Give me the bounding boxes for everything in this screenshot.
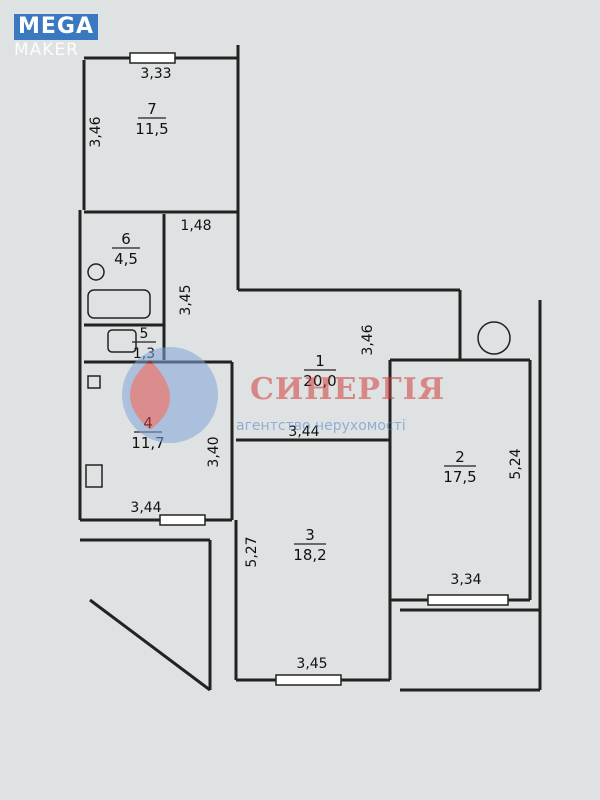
- room-3-area: 18,2: [293, 546, 326, 564]
- room-7-number: 7: [147, 100, 157, 118]
- room-2-area: 17,5: [443, 468, 476, 486]
- dimension-labels: 3,33 3,46 1,48 3,45 3,46 3,44 3,40 3,44 …: [88, 66, 524, 672]
- dim-room4-width: 3,44: [130, 500, 161, 516]
- dim-room7-height: 3,46: [88, 116, 104, 147]
- dim-hall-height: 3,46: [360, 324, 376, 355]
- windows: [129, 52, 509, 686]
- dim-room7-width: 3,33: [140, 66, 171, 82]
- room-5-number: 5: [140, 326, 149, 342]
- dim-room4-height: 3,40: [206, 436, 222, 467]
- watermark-brand-top: MEGA: [14, 14, 99, 40]
- room-3-number: 3: [305, 526, 315, 544]
- dim-room3-height: 5,27: [244, 536, 260, 567]
- room-labels: 7 11,5 6 4,5 5 1,3 4 11,7 1 20,0 2 17,5 …: [112, 100, 477, 564]
- room-2-number: 2: [455, 448, 465, 466]
- fixtures: [85, 263, 511, 488]
- dim-room2-height: 5,24: [508, 448, 524, 479]
- megamaker-watermark: MEGA MAKER: [14, 14, 99, 60]
- room-7-area: 11,5: [135, 120, 168, 138]
- dim-corridor-width: 1,48: [180, 218, 211, 234]
- room-6-number: 6: [121, 230, 131, 248]
- room-1-area: 20,0: [303, 372, 336, 390]
- dim-hall-width: 3,44: [288, 424, 319, 440]
- agency-name: СИНЕРГІЯ: [250, 372, 446, 407]
- agency-logo-icon: [122, 347, 218, 443]
- dim-room3-width: 3,45: [296, 656, 327, 672]
- dim-room2-width: 3,34: [450, 572, 481, 588]
- room-6-area: 4,5: [114, 250, 138, 268]
- dim-bath-height: 3,45: [178, 284, 194, 315]
- watermark-brand-bottom: MAKER: [14, 40, 79, 60]
- room-1-number: 1: [315, 352, 325, 370]
- agency-tagline: агентство нерухомості: [236, 418, 406, 434]
